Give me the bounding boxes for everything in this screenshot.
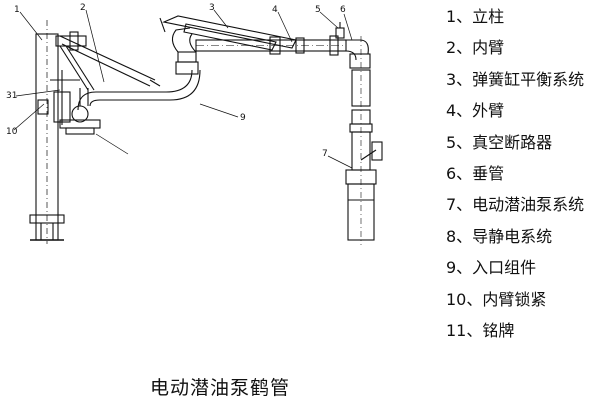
legend-item-vacuum-breaker: 5、真空断路器 xyxy=(446,132,553,152)
callout-4: 4 xyxy=(272,5,278,15)
legend-item-nameplate: 11、铭牌 xyxy=(446,320,515,340)
callout-7: 7 xyxy=(322,149,328,159)
submersible-pump xyxy=(345,141,383,241)
outer-arm xyxy=(195,35,347,56)
callout-6: 6 xyxy=(340,5,346,15)
callout-5: 5 xyxy=(315,5,321,15)
legend-item-inner-arm: 2、内臂 xyxy=(446,38,505,58)
legend-item-column: 1、立柱 xyxy=(446,7,505,26)
legend-item-static-grounding: 8、导静电系统 xyxy=(446,226,553,246)
callout-3: 3 xyxy=(209,3,215,13)
inner-arm-lock xyxy=(37,70,80,125)
legend-item-submersible-pump: 7、电动潜油泵系统 xyxy=(446,195,585,215)
column xyxy=(29,20,65,244)
legend-item-spring-cylinder: 3、弹簧缸平衡系统 xyxy=(446,69,585,89)
legend-item-vertical-pipe: 6、垂管 xyxy=(446,163,505,183)
callout-31: 31 xyxy=(6,91,17,101)
callout-10: 10 xyxy=(6,127,18,137)
inlet-assembly xyxy=(59,88,101,135)
diagram-caption: 电动潜油泵鹤管 xyxy=(150,377,291,399)
legend-item-inner-arm-lock: 10、内臂锁紧 xyxy=(446,289,547,309)
parts-legend: 1、立柱 2、内臂 3、弹簧缸平衡系统 4、外臂 5、真空断路器 6、垂管 7、… xyxy=(446,6,584,351)
callout-2: 2 xyxy=(80,3,86,13)
callout-leaders xyxy=(13,9,353,169)
callout-9: 9 xyxy=(240,113,246,123)
callout-1: 1 xyxy=(14,5,20,15)
vacuum-breaker xyxy=(335,22,345,39)
swivel-joint xyxy=(171,27,199,75)
legend-item-outer-arm: 4、外臂 xyxy=(446,101,505,121)
spring-cylinder xyxy=(159,15,297,51)
vertical-pipe xyxy=(345,36,373,245)
inner-arm xyxy=(59,35,201,111)
legend-item-inlet-assembly: 9、入口组件 xyxy=(446,258,537,278)
